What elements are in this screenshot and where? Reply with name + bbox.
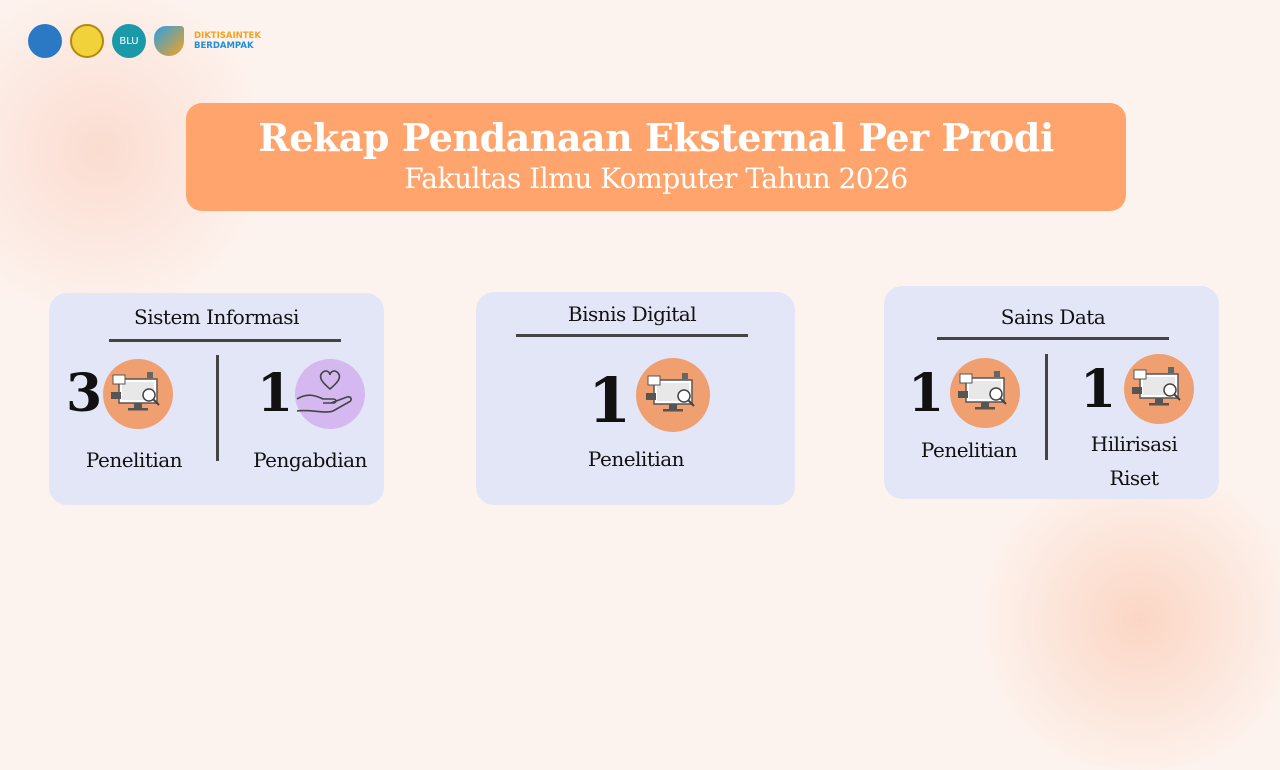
count: 1 xyxy=(257,363,294,424)
brand-text: DIKTISAINTEK BERDAMPAK xyxy=(194,31,261,51)
item-label: Penelitian xyxy=(85,448,183,472)
item-label: Penelitian xyxy=(920,438,1018,462)
divider xyxy=(1045,354,1048,460)
prodi-card-sains-data: Sains Data 1 Penelitian 1 Hilirisasi Ris… xyxy=(884,286,1219,499)
university-logo xyxy=(70,24,104,58)
divider xyxy=(516,334,748,337)
computer-research-icon xyxy=(1124,354,1194,424)
page-title: Rekap Pendanaan Eksternal Per Prodi xyxy=(258,115,1054,160)
divider xyxy=(216,355,219,461)
count: 1 xyxy=(1080,359,1117,420)
prodi-name: Bisnis Digital xyxy=(567,302,697,326)
blu-logo: BLU xyxy=(112,24,146,58)
item-label: Pengabdian xyxy=(253,448,367,472)
background-decoration xyxy=(960,470,1280,770)
computer-research-icon xyxy=(636,358,710,432)
count: 3 xyxy=(66,363,103,424)
count: 1 xyxy=(588,364,632,437)
diktisaintek-logo xyxy=(154,26,184,56)
divider xyxy=(109,339,341,342)
computer-research-icon xyxy=(103,359,173,429)
kemdikbud-logo xyxy=(28,24,62,58)
prodi-card-bisnis-digital: Bisnis Digital 1 Penelitian xyxy=(476,292,795,505)
prodi-name: Sistem Informasi xyxy=(134,305,299,329)
computer-research-icon xyxy=(950,358,1020,428)
divider xyxy=(937,337,1169,340)
prodi-name: Sains Data xyxy=(1000,305,1106,329)
page-subtitle: Fakultas Ilmu Komputer Tahun 2026 xyxy=(404,162,908,195)
count: 1 xyxy=(908,363,945,424)
title-banner: Rekap Pendanaan Eksternal Per Prodi Faku… xyxy=(186,103,1126,211)
item-label: Hilirisasi Riset xyxy=(1090,432,1178,490)
item-label: Penelitian xyxy=(587,447,685,471)
hand-heart-icon xyxy=(295,359,365,429)
prodi-card-sistem-informasi: Sistem Informasi 3 Penelitian 1 Pengabdi… xyxy=(49,293,384,505)
logo-bar: BLU DIKTISAINTEK BERDAMPAK xyxy=(28,24,261,58)
